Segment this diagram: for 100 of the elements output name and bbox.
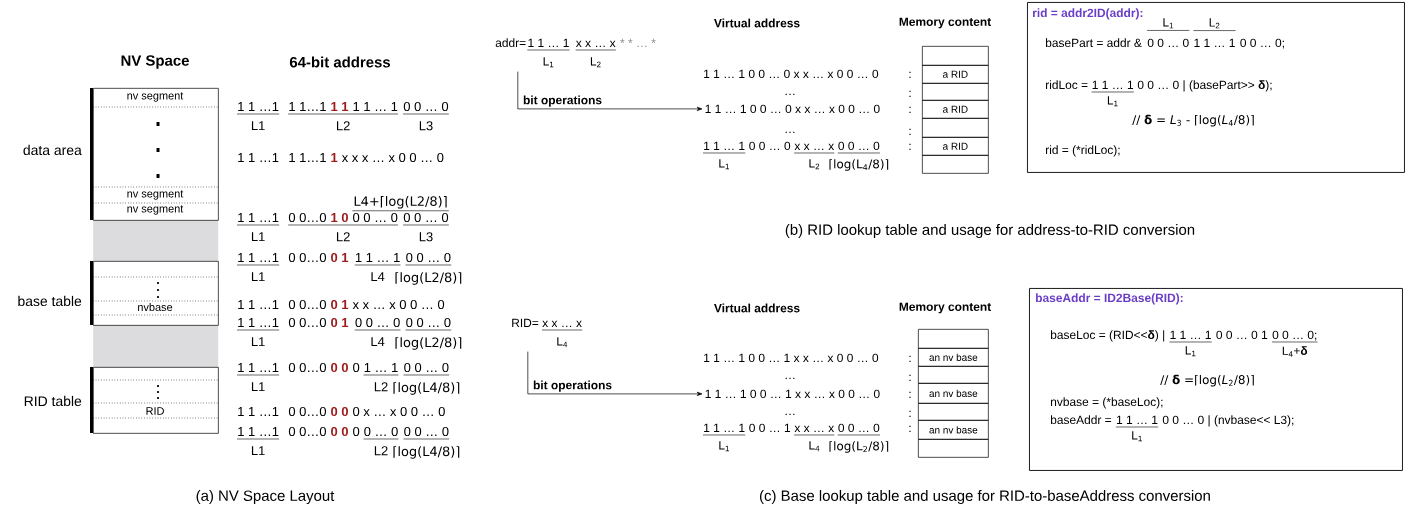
column-heading: Memory content [899,302,991,314]
bit-string: 0 0…0 [288,406,326,417]
memory-cell: an nv base [918,348,989,367]
bit-string: 0 [353,362,360,373]
memory-region-box: nv segment nv segment nv segment [90,88,219,221]
bit-string: 1 1 …1 [238,407,279,416]
memory-region-box: RID [90,367,219,434]
colon-mark: : [909,90,911,97]
field-width-label: ⌈log(L$_{4}$/8)⌉ [829,159,889,171]
bit-string: 0 0 … 0 [404,426,449,437]
arrow [527,351,703,396]
memory-cell [918,329,989,349]
memory-cell: an nv base [918,383,989,404]
colon-mark: : [909,374,911,381]
memory-cell [918,439,989,458]
figure-caption: (a) NV Space Layout [196,490,335,504]
field-width-label: L3 [419,121,433,131]
colon-mark: : [909,128,911,135]
highlighted-bits: 0 1 [331,317,349,328]
bit-string: 1 1…1 [289,102,326,111]
bit-string: 0 … 0 [364,426,398,437]
ellipsis-mark: … [785,377,795,379]
bit-string: 0 0 … 0 [406,317,451,328]
bit-string: 1 1 … 1 0 0 … 0 x x … x 0 0 … 0 [704,69,879,79]
bit-string: 1 1 … 1 [353,102,398,111]
edge-label: bit operations [522,94,604,108]
memory-cell [922,46,989,66]
bit-string: 0 0 … 1 [749,423,791,433]
memory-cell: a RID [922,100,989,119]
bit-string: 1 1 …1 [238,253,279,262]
field-width-label: L1 [251,382,265,392]
memory-region-box: nvbase [90,261,219,326]
address-row: 1 1 … 1 0 0 … 1 x x … x 0 0 … 0 [705,389,880,399]
highlighted-bits: 1 0 [331,212,348,223]
field-width-label: L3 [419,232,433,242]
field-width-label: ⌈log(L4/8)⌉ [393,382,460,395]
bit-string: 0 0…0 [288,212,326,223]
bit-string: 1 1 … 1 0 0 … 1 x x … x 0 0 … 0 [704,353,879,363]
bit-string: 0 0…0 [288,317,326,328]
bit-string: 0 0 … 0 [838,423,880,433]
colon-mark: : [909,355,911,362]
figure-caption: (c) Base lookup table and usage for RID-to-baseAddress conversion [760,490,1210,504]
bit-string: 0 0 … 0 [838,141,880,151]
column-heading: Virtual address [714,303,800,313]
bit-string: 1 1 …1 [238,318,279,327]
highlighted-bits: 0 0 [331,426,348,437]
field-width-label: L$_{4}$ [809,441,820,452]
memory-cell: a RID [922,137,989,156]
highlighted-bits: 0 1 [331,252,349,263]
bit-string: 1 1 … 1 [704,141,745,150]
bit-string: 1 1…1 [289,153,326,162]
bit-string: 0 0 … 0 [749,141,791,151]
bit-string: 0 0 … 0 [404,362,449,373]
bit-string: 1 1 … 1 [355,253,400,262]
ellipsis-mark: … [785,93,795,95]
bit-string: 0 0 … 0 [353,212,398,223]
bit-string: 0 0…0 [288,426,326,437]
bit-string: 1 … 1 [364,363,398,372]
colon-mark: : [909,425,911,432]
colon-mark: : [909,410,911,417]
column-heading: NV Space [121,55,189,69]
field-width-label: L1 [251,232,265,242]
highlighted-bits: 0 0 [331,362,348,373]
bit-string: 1 1 …1 [238,102,279,111]
field-width-label: L1 [251,446,265,456]
memory-cell [922,83,989,101]
memory-cell: a RID [922,65,989,84]
colon-mark: : [909,143,911,150]
bit-string: x x … x [794,425,835,432]
bit-string: 0 0 … 0 [406,252,451,263]
bit-string: x x … x [794,143,835,150]
bit-string: 0 0…0 [288,299,326,310]
bit-string: 1 1 …1 [238,363,279,372]
field-width-label: L2 [374,382,388,392]
memory-cell [918,366,989,384]
section-label: data area [23,144,82,156]
memory-cell [918,403,989,421]
bit-string: 1 1 …1 [238,427,279,436]
address-expression: RID= x x … x L$_{4}$ [512,318,583,348]
field-width-label: L$_{2}$ [809,159,820,170]
code-box: rid = addr2ID(addr): basePart = addr & 0 0 … 0 1 1 … 1 0 0 … 0; L$_{1}$ L$_{2}$ ridLoc = 1 1 … 1 0 0 … 0 | (basePart>> δ); L$_{1}$ // δ = L$_{3}$ - ⌈log(L$_{4}$/8)⌉ rid = (*ridLoc); [1027,2,1405,173]
bit-string: 1 1 …1 [238,153,279,162]
bit-string: 1 1 …1 [238,300,279,309]
field-width-label: L1 [251,337,265,347]
gap-band [93,220,219,262]
column-heading: 64-bit address [289,56,391,68]
ellipsis-mark: … [785,131,795,133]
bit-string: 0 0 … 0 [403,101,449,112]
field-width-label: L4+⌈log(L2/8)⌉ [354,196,447,209]
highlighted-bits: 0 1 [331,299,349,310]
field-width-label: ⌈log(L$_{2}$/8)⌉ [829,441,889,453]
highlighted-bits: 1 [331,153,338,162]
column-heading: Memory content [899,17,991,29]
bit-string: 0 0 … 0 [403,212,449,223]
highlighted-bits: 0 0 [331,406,348,417]
ellipsis-mark: … [785,413,795,415]
memory-cell: an nv base [918,420,989,440]
section-label: RID table [24,395,82,407]
address-row: 1 1 … 1 0 0 … 0 x x … x 0 0 … 0 [705,104,880,114]
edge-label: bit operations [532,379,614,393]
